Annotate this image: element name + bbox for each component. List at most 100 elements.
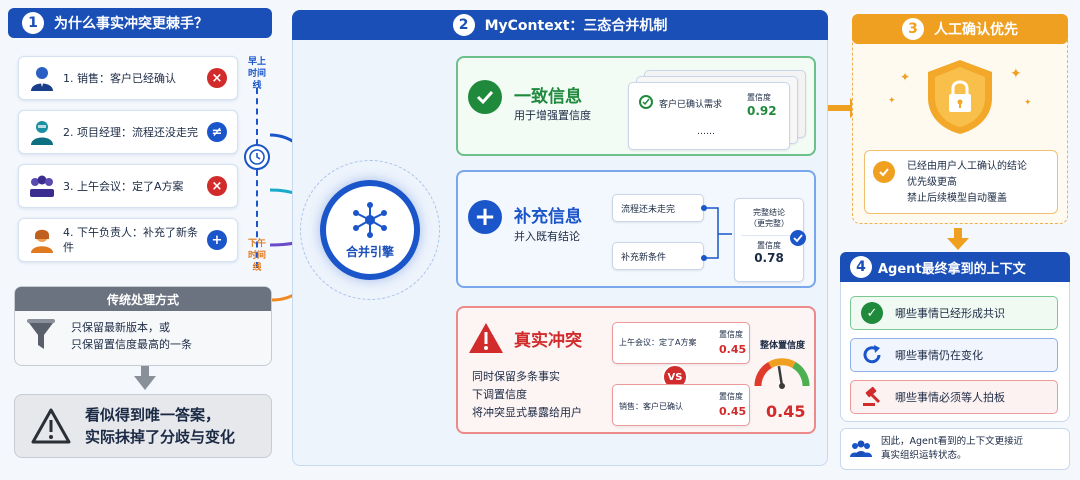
project-manager-icon: [31, 121, 53, 145]
conflict-fact-a: 上午会议：定了A方案 置信度 0.45: [612, 322, 750, 364]
warning-red-icon: [469, 323, 503, 353]
small-check-icon: [639, 95, 653, 109]
col3-number: 3: [902, 18, 924, 40]
funnel-icon: [27, 319, 55, 349]
conflict-desc-1: 同时保留多条事实: [472, 370, 560, 383]
check-green-icon: ✓: [861, 302, 883, 324]
supplement-input-2: 补充新条件: [612, 242, 704, 270]
col3-line-3: 禁止后续模型自动覆盖: [907, 193, 1007, 204]
conflict-desc-2: 下调置信度: [472, 388, 527, 401]
sparkle-icon: ✦: [888, 96, 896, 106]
not-equal-icon: ≠: [207, 122, 227, 142]
merged-check-icon: [790, 230, 806, 246]
fact-item-1-text: 1. 销售：客户已经确认: [63, 72, 176, 85]
conflict-fact-b-conf-label: 置信度: [719, 392, 743, 401]
col3-line-1: 已经由用户人工确认的结论: [907, 161, 1027, 172]
conflict-fact-a-conf-label: 置信度: [719, 330, 743, 339]
traditional-line-1: 只保留最新版本，或: [71, 321, 170, 334]
col4-footer-line-1: 因此，Agent看到的上下文更接近: [881, 436, 1024, 447]
col2-number: 2: [452, 14, 475, 36]
supplement-out-title-1: 完整结论: [753, 208, 785, 217]
sparkle-icon: ✦: [1024, 98, 1032, 108]
context-item-decision: 哪些事情必须等人拍板: [850, 380, 1058, 414]
context-item-changing: 哪些事情仍在变化: [850, 338, 1058, 372]
supplement-merge-lines: [701, 205, 732, 261]
context-item-changing-text: 哪些事情仍在变化: [895, 349, 983, 362]
fact-item-3-text: 3. 上午会议：定了A方案: [63, 180, 184, 193]
conflict-desc-3: 将冲突显式暴露给用户: [472, 406, 582, 419]
context-item-consensus: ✓ 哪些事情已经形成共识: [850, 296, 1058, 330]
consistent-title: 一致信息: [514, 87, 582, 107]
people-group-icon: [850, 440, 872, 457]
col2-header: 2 MyContext：三态合并机制: [292, 10, 828, 40]
warning-triangle-icon: [31, 408, 71, 444]
fact-item-4-text: 4. 下午负责人：补充了新条件: [63, 226, 198, 254]
supplement-input-1: 流程还未走完: [612, 194, 704, 222]
fact-item-4: 4. 下午负责人：补充了新条件 +: [18, 218, 238, 262]
col4-title: Agent最终拿到的上下文: [878, 261, 1026, 277]
fact-item-2: 2. 项目经理：流程还没走完 ≠: [18, 110, 238, 154]
gauge-value: 0.45: [766, 402, 806, 421]
gavel-icon: [863, 386, 881, 406]
sparkle-icon: ✦: [900, 70, 911, 84]
context-item-consensus-text: 哪些事情已经形成共识: [895, 307, 1005, 320]
supplement-input-2-text: 补充新条件: [621, 252, 667, 263]
meeting-group-icon: [30, 175, 54, 197]
timeline-end-label: 下午时间线: [247, 239, 266, 273]
fact-item-3: 3. 上午会议：定了A方案 ×: [18, 164, 238, 208]
col3-line-2: 优先级更高: [907, 177, 957, 188]
col1-title: 为什么事实冲突更棘手？: [54, 16, 208, 32]
supplement-out-title-2: （更完整）: [749, 219, 789, 228]
col4-footer-line-2: 真实组织运转状态。: [881, 450, 967, 461]
supplement-desc: 并入既有结论: [514, 230, 580, 243]
col1-header: 1 为什么事实冲突更棘手？: [8, 8, 272, 38]
fact-item-1: 1. 销售：客户已经确认 ×: [18, 56, 238, 100]
confidence-gauge: [754, 358, 810, 389]
conflict-x-icon: ×: [207, 68, 227, 88]
engine-halo: [300, 160, 440, 300]
conflict-fact-b: 销售：客户已确认 置信度 0.45: [612, 384, 750, 426]
salesperson-icon: [31, 67, 53, 91]
consistent-conf-label: 置信度: [747, 93, 771, 102]
manager-woman-icon: [31, 229, 53, 253]
conflict-title: 真实冲突: [514, 331, 582, 351]
arrow-col1-down-head: [134, 376, 156, 390]
col4-header: 4 Agent最终拿到的上下文: [840, 252, 1070, 282]
consistent-ellipsis: ……: [697, 127, 715, 137]
consistent-card-text: 客户已确认需求: [659, 100, 723, 110]
network-hub-icon: [353, 201, 387, 238]
conflict-fact-a-text: 上午会议：定了A方案: [619, 338, 697, 347]
merge-engine: 合并引擎: [320, 180, 420, 280]
col2-title: MyContext：三态合并机制: [484, 18, 668, 34]
supplement-input-1-text: 流程还未走完: [621, 204, 676, 215]
fact-item-2-text: 2. 项目经理：流程还没走完: [63, 126, 198, 139]
consistent-desc: 用于增强置信度: [514, 109, 591, 122]
traditional-method-title: 传统处理方式: [15, 287, 271, 311]
warning-line-1: 看似得到唯一答案，: [85, 406, 221, 424]
timeline-line: [256, 88, 258, 268]
conflict-fact-b-conf: 0.45: [719, 405, 747, 418]
shield-lock-icon: [928, 60, 992, 134]
conflict-x-icon: ×: [207, 176, 227, 196]
sparkle-icon: ✦: [1010, 66, 1022, 82]
col1-number: 1: [22, 12, 44, 34]
col3-header: 3 人工确认优先: [852, 14, 1068, 44]
supplement-out-conf-value: 0.78: [754, 251, 784, 265]
supplement-out-conf-label: 置信度: [757, 241, 781, 250]
warning-box: 看似得到唯一答案， 实际抹掉了分歧与变化: [14, 394, 272, 458]
gauge-needle: [777, 366, 784, 387]
col4-footer: 因此，Agent看到的上下文更接近 真实组织运转状态。: [840, 428, 1070, 470]
gauge-label: 整体置信度: [760, 341, 806, 351]
add-plus-icon: +: [207, 230, 227, 250]
conflict-fact-b-text: 销售：客户已确认: [619, 402, 683, 411]
traditional-method-box: 传统处理方式 只保留最新版本，或 只保留置信度最高的一条: [14, 286, 272, 366]
check-orange-icon: [873, 161, 895, 183]
refresh-icon: [863, 345, 881, 364]
warning-line-2: 实际抹掉了分歧与变化: [85, 428, 236, 446]
clock-icon: [244, 144, 270, 170]
traditional-line-2: 只保留置信度最高的一条: [71, 338, 192, 351]
conflict-fact-a-conf: 0.45: [719, 343, 747, 356]
col3-title: 人工确认优先: [934, 22, 1018, 38]
supplement-title: 补充信息: [514, 207, 582, 227]
timeline-start-label: 早上时间线: [247, 57, 266, 91]
